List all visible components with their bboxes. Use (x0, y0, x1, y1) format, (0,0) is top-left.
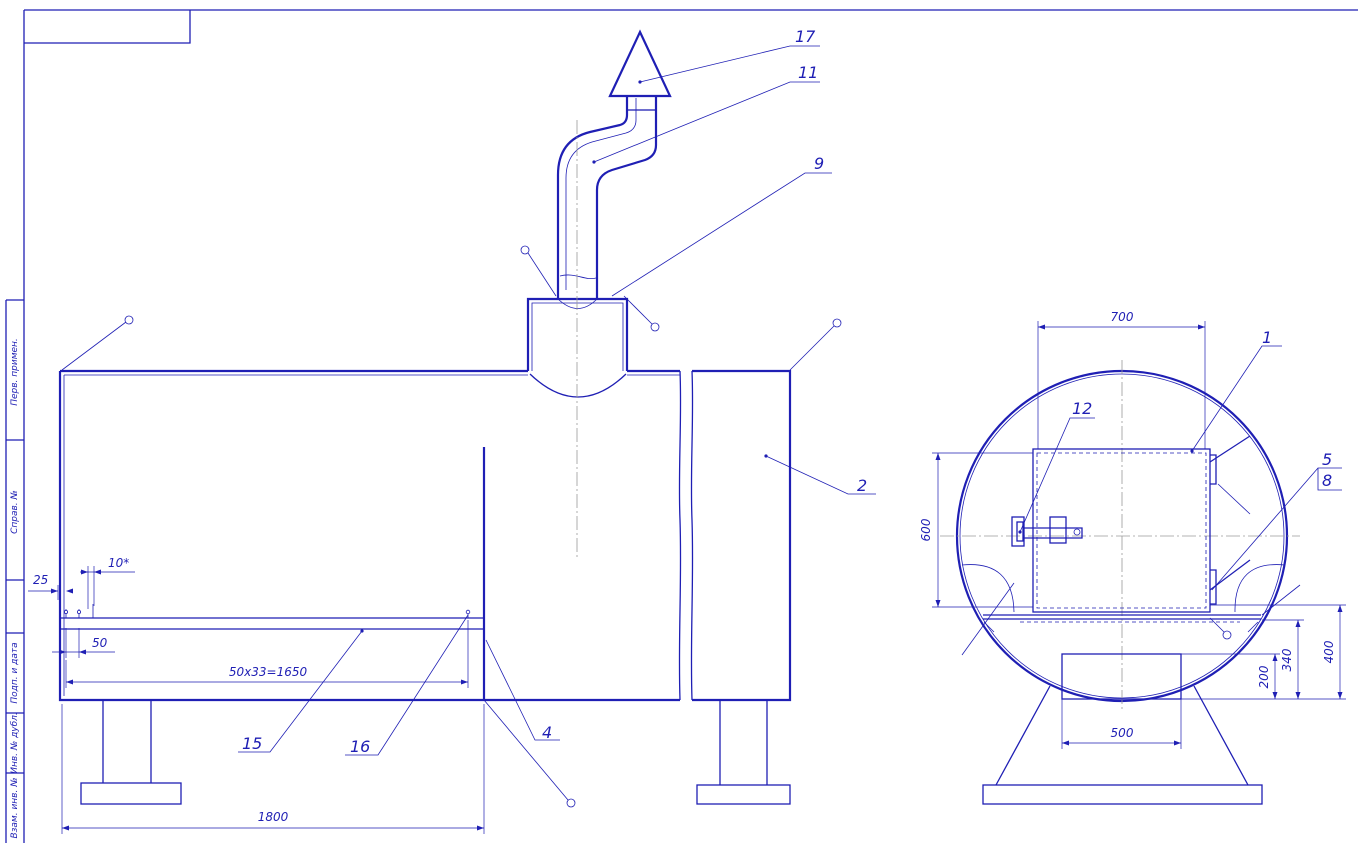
stamp-podp-data: Подп. и дата (10, 642, 20, 703)
side-view (940, 360, 1301, 805)
door-panel (1032, 448, 1211, 613)
dim-400: 400 (1322, 640, 1336, 663)
chimney-arc (529, 373, 627, 398)
front-view (58, 29, 792, 805)
leg-left (102, 700, 152, 783)
chimney-box (526, 297, 629, 371)
callout-5: 5 (1322, 450, 1332, 469)
stand (982, 653, 1263, 805)
callout-8: 8 (1322, 471, 1332, 490)
stamp-sprav-no: Справ. № (10, 490, 20, 534)
callout-11: 11 (798, 63, 818, 82)
dim-700: 700 (1111, 310, 1134, 324)
side-stamp: Перв. примен. Справ. № Подп. и дата Инв.… (5, 299, 24, 843)
break-line-left (678, 370, 682, 701)
leg-right (719, 700, 768, 785)
dimensions: 25 10* 50 50x33=1650 1800 700 600 (28, 310, 1346, 834)
dim-500: 500 (1111, 726, 1134, 740)
dim-1650: 50x33=1650 (229, 665, 308, 679)
callout-9: 9 (814, 154, 824, 173)
callout-17: 17 (795, 27, 816, 46)
dim-25: 25 (33, 573, 48, 587)
drawing-frame (23, 9, 1358, 843)
chimney-pipe-outer (556, 96, 629, 299)
callout-4: 4 (542, 723, 552, 742)
inner-floor (983, 614, 1261, 620)
callout-12: 12 (1072, 399, 1092, 418)
tank-body (58, 369, 792, 702)
callouts: 17 11 9 2 15 16 4 (61, 27, 1342, 808)
stamp-perv-primen: Перв. примен. (10, 338, 20, 406)
callout-15: 15 (242, 734, 262, 753)
break-line-right (690, 370, 694, 701)
door-handle (1011, 516, 1083, 547)
chimney-pipe-inner (595, 96, 658, 299)
chimney-cap (608, 29, 672, 98)
grate-channel (60, 617, 484, 630)
stamp-inv-dubl: Инв. № дубл. (10, 712, 20, 774)
dim-200: 200 (1257, 665, 1271, 688)
dim-340: 340 (1280, 648, 1294, 671)
dim-50: 50 (92, 636, 108, 650)
callout-16: 16 (350, 737, 370, 756)
dim-1800: 1800 (258, 810, 289, 824)
dim-10: 10* (108, 556, 129, 570)
stamp-vzam-inv: Взам. инв. № (10, 777, 20, 838)
callout-1: 1 (1262, 328, 1272, 347)
dim-600: 600 (919, 518, 933, 541)
callout-2: 2 (857, 476, 867, 495)
